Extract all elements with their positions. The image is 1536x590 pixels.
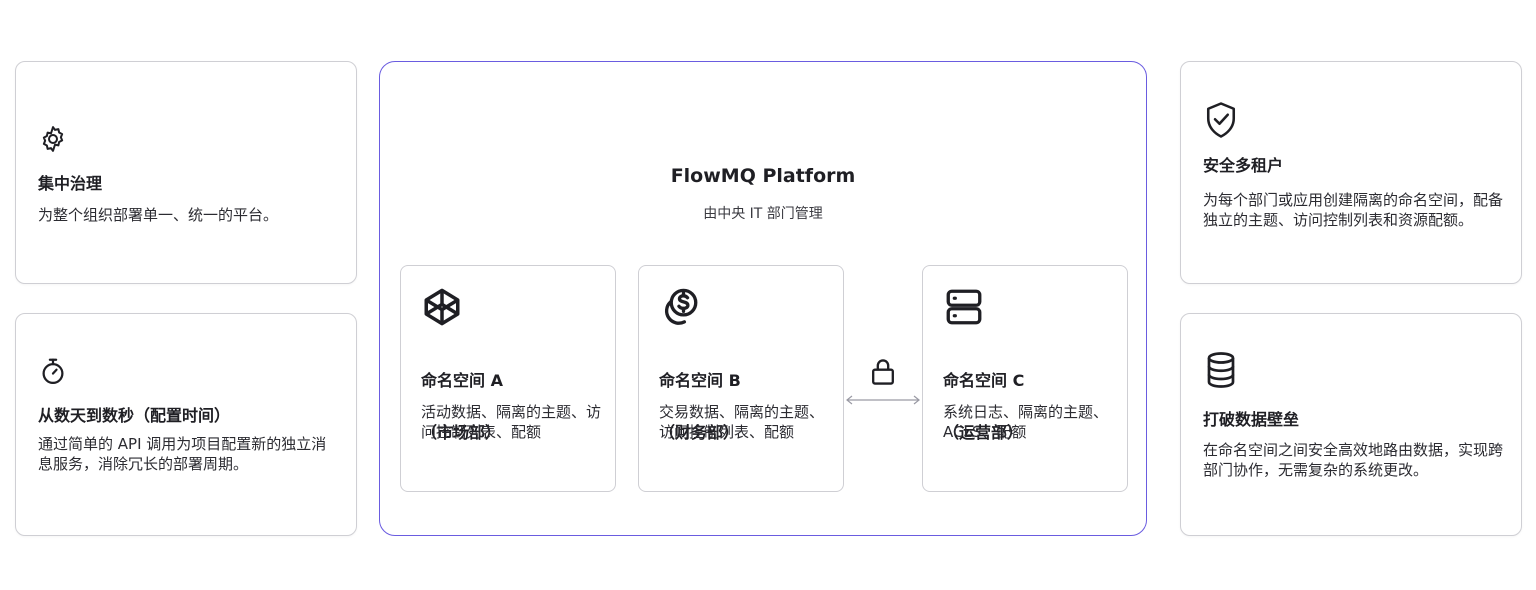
database-icon	[1203, 350, 1239, 390]
flowmq-platform-container: FlowMQ Platform 由中央 IT 部门管理 命名空间 A （市场部）…	[379, 61, 1147, 536]
flowmq-logo-icon	[731, 104, 799, 148]
namespace-connector	[844, 352, 922, 412]
card-description: 通过简单的 API 调用为项目配置新的独立消息服务，消除冗长的部署周期。	[38, 435, 327, 473]
feature-card-secure-multitenancy: 安全多租户 为每个部门或应用创建隔离的命名空间，配备独立的主题、访问控制列表和资…	[1180, 61, 1522, 284]
platform-subtitle: 由中央 IT 部门管理	[703, 206, 823, 222]
card-description: 为整个组织部署单一、统一的平台。	[38, 206, 279, 224]
namespace-name-line1: 命名空间 B	[659, 371, 741, 390]
stopwatch-icon	[38, 356, 68, 386]
namespace-card-b: 命名空间 B （财务部） 交易数据、隔离的主题、访问控制列表、配额	[638, 265, 844, 492]
namespace-description: 系统日志、隔离的主题、ACLS、配额	[943, 403, 1109, 441]
cube-icon	[421, 286, 463, 328]
namespace-department: （运营部）	[943, 423, 1024, 442]
feature-card-central-governance: 集中治理 为整个组织部署单一、统一的平台。	[15, 61, 357, 284]
namespace-card-c: 命名空间 C （运营部） 系统日志、隔离的主题、ACLS、配额	[922, 265, 1128, 492]
namespace-name: 命名空间 C （运营部）	[943, 342, 1117, 472]
gear-icon	[38, 124, 68, 154]
feature-card-provisioning-time: 从数天到数秒（配置时间） 通过简单的 API 调用为项目配置新的独立消息服务，消…	[15, 313, 357, 536]
server-icon	[943, 286, 985, 328]
namespace-description: 交易数据、隔离的主题、访问控制列表、配额	[659, 403, 825, 441]
platform-title: FlowMQ Platform	[670, 165, 856, 187]
namespace-card-a: 命名空间 A （市场部） 活动数据、隔离的主题、访问控制列表、配额	[400, 265, 616, 492]
card-description: 为每个部门或应用创建隔离的命名空间，配备独立的主题、访问控制列表和资源配额。	[1203, 191, 1504, 229]
card-description: 在命名空间之间安全高效地路由数据，实现跨部门协作，无需复杂的系统更改。	[1203, 441, 1504, 479]
shield-check-icon	[1203, 100, 1239, 140]
namespace-name-line1: 命名空间 C	[943, 371, 1025, 390]
namespace-description: 活动数据、隔离的主题、访问控制列表、配额	[421, 403, 602, 441]
namespace-department: （财务部）	[659, 423, 740, 442]
lock-icon	[869, 357, 897, 387]
card-title: 打破数据壁垒	[1203, 410, 1300, 429]
namespace-name-line1: 命名空间 A	[421, 371, 503, 390]
namespace-department: （市场部）	[421, 423, 502, 442]
namespace-name: 命名空间 A （市场部）	[421, 342, 605, 472]
card-title: 集中治理	[38, 174, 103, 193]
feature-card-break-data-silos: 打破数据壁垒 在命名空间之间安全高效地路由数据，实现跨部门协作，无需复杂的系统更…	[1180, 313, 1522, 536]
card-title: 从数天到数秒（配置时间）	[38, 406, 231, 425]
namespace-name: 命名空间 B （财务部）	[659, 342, 833, 472]
dollar-coins-icon	[659, 286, 701, 328]
card-title: 安全多租户	[1203, 156, 1284, 175]
